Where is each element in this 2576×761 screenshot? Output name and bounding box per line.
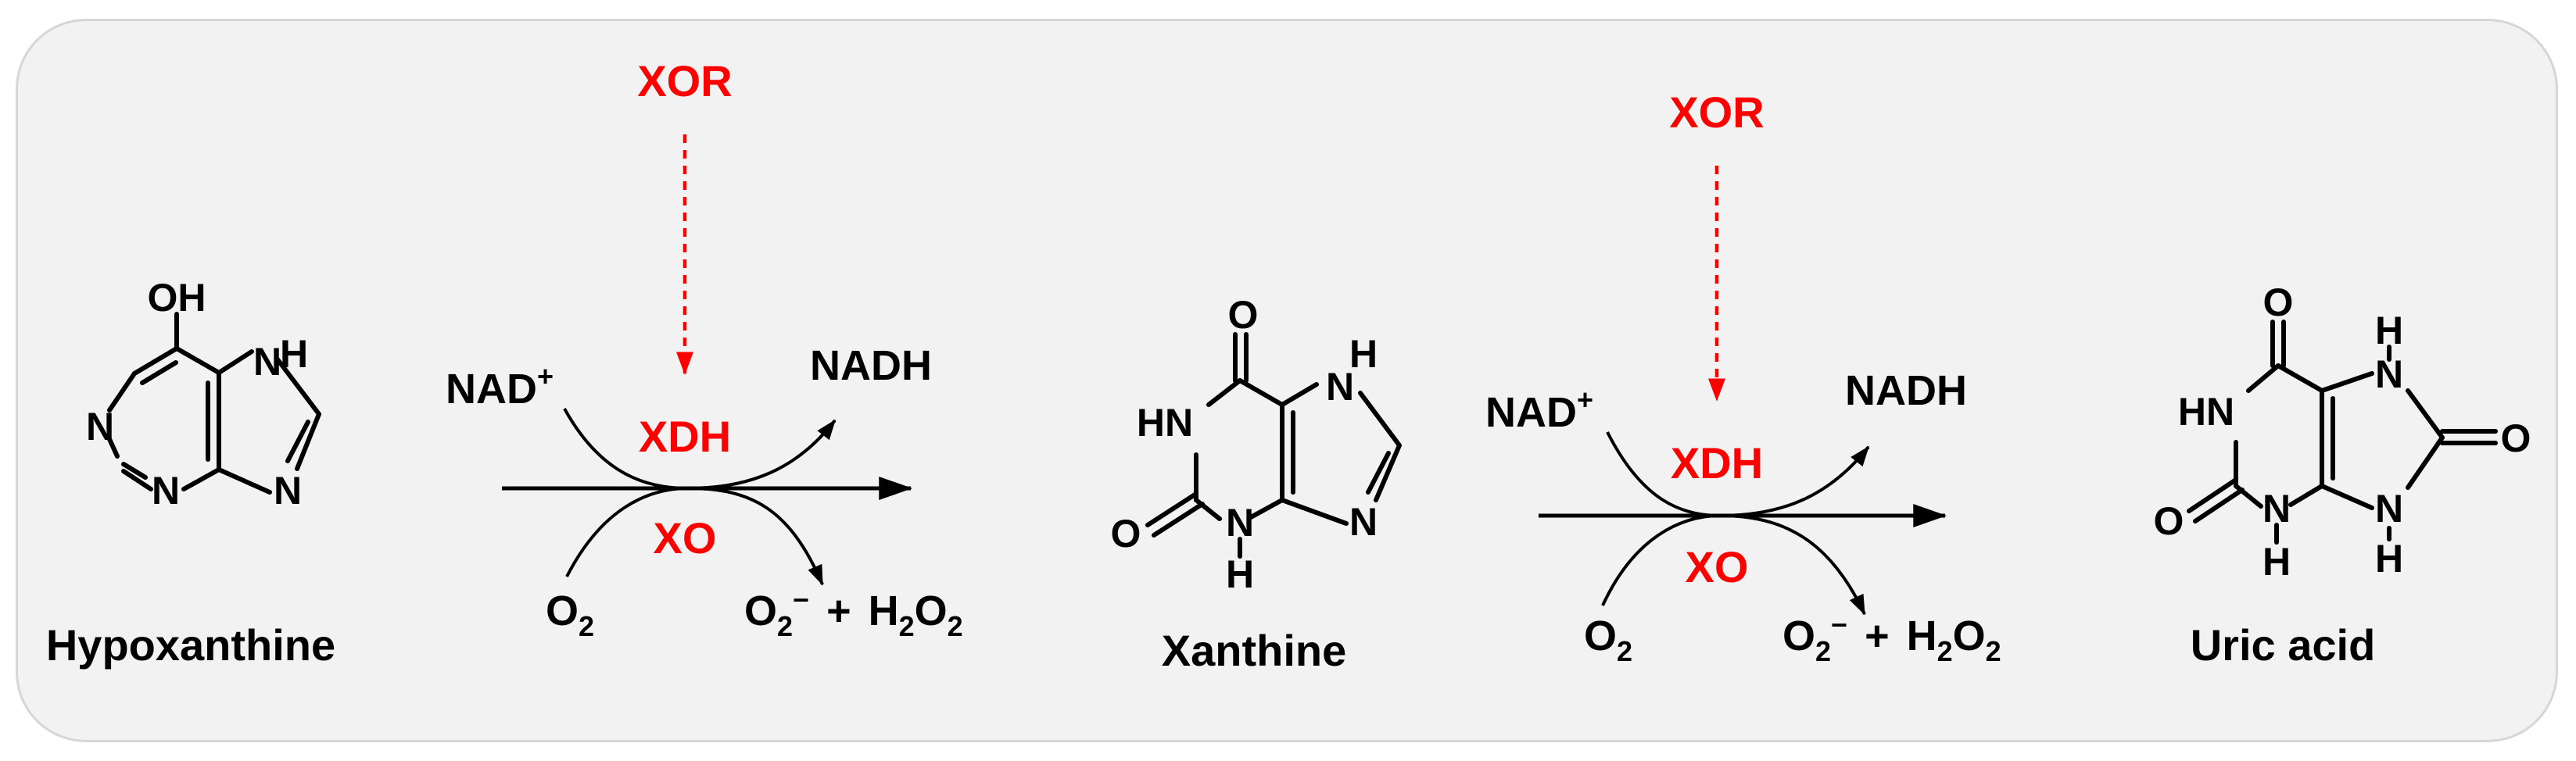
reaction-2-products: O2−+H2O2 bbox=[1782, 609, 2001, 667]
uric-acid-o2-label: O bbox=[2154, 499, 2184, 543]
uric-acid-n9-label: N bbox=[2375, 487, 2403, 531]
uric-acid-n7-label: N bbox=[2375, 352, 2403, 396]
reaction-1-enzyme-xdh: XDH bbox=[639, 412, 731, 461]
uric-acid-n7h-label: H bbox=[2375, 309, 2403, 352]
xanthine-n7-label: N bbox=[1326, 365, 1354, 409]
xanthine-n3h-label: H bbox=[1226, 552, 1254, 596]
reaction-2-regulator: XOR bbox=[1669, 88, 1764, 137]
reaction-1-nadh-out: NADH bbox=[810, 342, 932, 389]
reaction-2: XOR XDH XO NAD+ NADH O2 O2−+H2O2 bbox=[1485, 88, 2001, 667]
hypoxanthine-n7h-label: H bbox=[280, 332, 308, 376]
reaction-2-oxygen-in: O2 bbox=[1584, 613, 1632, 667]
xanthine-n7h-label: H bbox=[1349, 332, 1378, 376]
xanthine-name: Xanthine bbox=[1162, 626, 1346, 675]
hypoxanthine-n3-label: N bbox=[152, 469, 180, 513]
hypoxanthine-n1-label: N bbox=[86, 405, 114, 448]
uric-acid-o6-label: O bbox=[2263, 280, 2294, 324]
reaction-2-nad-in: NAD+ bbox=[1485, 384, 1593, 436]
reaction-1-nad-in: NAD+ bbox=[446, 360, 554, 413]
uric-acid-structure: O HN O N H H N N H O bbox=[2154, 280, 2531, 584]
reaction-1-products: O2−+H2O2 bbox=[744, 584, 963, 642]
xanthine-n9-label: N bbox=[1349, 500, 1378, 544]
uric-acid-n3-label: N bbox=[2263, 487, 2291, 531]
reaction-1: XOR XDH XO NAD+ NADH O2 O2−+H2O2 bbox=[446, 56, 963, 642]
uric-acid-n9h-label: H bbox=[2375, 537, 2403, 581]
reaction-2-nadh-out: NADH bbox=[1845, 367, 1967, 414]
reaction-2-enzyme-xdh: XDH bbox=[1671, 438, 1763, 488]
diagram-panel bbox=[16, 19, 2558, 742]
uric-acid-o8-label: O bbox=[2501, 416, 2531, 460]
uric-acid-name: Uric acid bbox=[2191, 620, 2376, 670]
uric-acid-hn1-label: HN bbox=[2178, 390, 2234, 434]
xanthine-structure: O HN O N H H N N bbox=[1111, 293, 1402, 596]
reaction-2-oxygen-arc bbox=[1601, 513, 1866, 616]
reaction-2-enzyme-xo: XO bbox=[1686, 542, 1749, 591]
hypoxanthine-oh-label: OH bbox=[148, 276, 206, 320]
hypoxanthine-n7-label: N bbox=[253, 340, 281, 384]
xanthine-o6-label: O bbox=[1228, 293, 1259, 337]
hypoxanthine-name: Hypoxanthine bbox=[46, 620, 335, 670]
reaction-1-enzyme-xo: XO bbox=[654, 513, 717, 563]
reaction-1-oxygen-in: O2 bbox=[546, 588, 594, 642]
xanthine-hn1-label: HN bbox=[1137, 401, 1193, 445]
reaction-1-oxygen-arc bbox=[565, 486, 824, 586]
reaction-1-regulator: XOR bbox=[637, 56, 732, 105]
hypoxanthine-structure: OH N N H N N bbox=[86, 276, 321, 513]
xanthine-n3-label: N bbox=[1226, 501, 1254, 545]
uric-acid-n3h-label: H bbox=[2263, 540, 2291, 584]
xanthine-o2-label: O bbox=[1111, 512, 1141, 556]
hypoxanthine-n9-label: N bbox=[274, 469, 302, 513]
